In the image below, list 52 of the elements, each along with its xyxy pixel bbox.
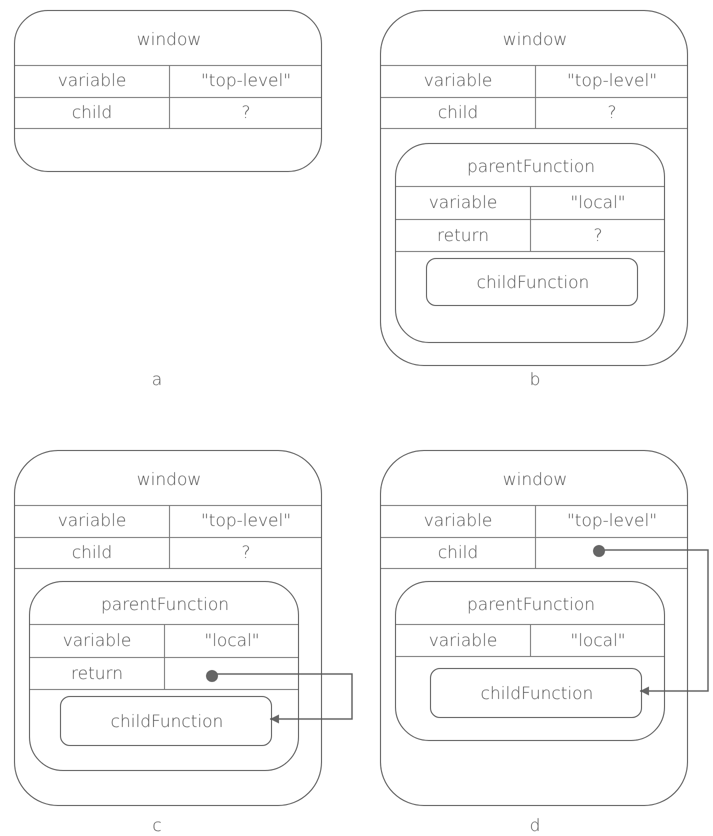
function-box xyxy=(60,696,272,746)
key-text: variable xyxy=(424,511,492,531)
pointer-dot xyxy=(593,545,605,557)
caption: c xyxy=(152,816,162,836)
function-name: childFunction xyxy=(480,684,594,704)
value-text: "top-level" xyxy=(566,511,658,531)
value-text: ? xyxy=(607,103,617,123)
value-text: "local" xyxy=(570,192,626,212)
key-text: return xyxy=(71,664,123,684)
key-text: variable xyxy=(428,630,498,650)
value-text: "top-level" xyxy=(200,511,292,531)
value-text: "top-level" xyxy=(200,71,292,91)
arrow xyxy=(604,549,709,696)
scope-box xyxy=(14,450,322,806)
value-text: "local" xyxy=(570,630,626,650)
caption: a xyxy=(152,370,162,390)
scope-title: window xyxy=(136,30,202,50)
function-name: childFunction xyxy=(476,273,590,293)
key-text: variable xyxy=(58,71,126,91)
scope-title: parentFunction xyxy=(466,595,596,615)
value-text: ? xyxy=(593,226,603,246)
scope-title: window xyxy=(502,470,568,490)
key-text: variable xyxy=(428,192,498,212)
arrow xyxy=(216,673,353,724)
function-box xyxy=(426,258,638,306)
value-text: ? xyxy=(241,103,251,123)
caption: d xyxy=(530,816,540,836)
value-text: "top-level" xyxy=(566,71,658,91)
scope-box xyxy=(395,581,665,741)
scope-title: window xyxy=(502,30,568,50)
scope-title: window xyxy=(136,470,202,490)
scope-box xyxy=(380,450,688,806)
scope-box xyxy=(14,10,322,172)
key-text: child xyxy=(72,103,112,123)
value-text: ? xyxy=(241,543,251,563)
function-name: childFunction xyxy=(110,712,224,732)
scope-box xyxy=(29,581,299,771)
key-text: variable xyxy=(62,630,132,650)
scope-box xyxy=(380,10,688,366)
scope-box xyxy=(395,143,665,343)
key-text: child xyxy=(438,543,478,563)
key-text: child xyxy=(72,543,112,563)
scope-title: parentFunction xyxy=(100,595,230,615)
key-text: return xyxy=(437,226,489,246)
key-text: variable xyxy=(58,511,126,531)
scope-title: parentFunction xyxy=(466,157,596,177)
caption: b xyxy=(530,370,540,390)
key-text: child xyxy=(438,103,478,123)
value-text: "local" xyxy=(204,630,260,650)
function-box xyxy=(430,668,642,718)
key-text: variable xyxy=(424,71,492,91)
pointer-dot xyxy=(206,670,218,682)
